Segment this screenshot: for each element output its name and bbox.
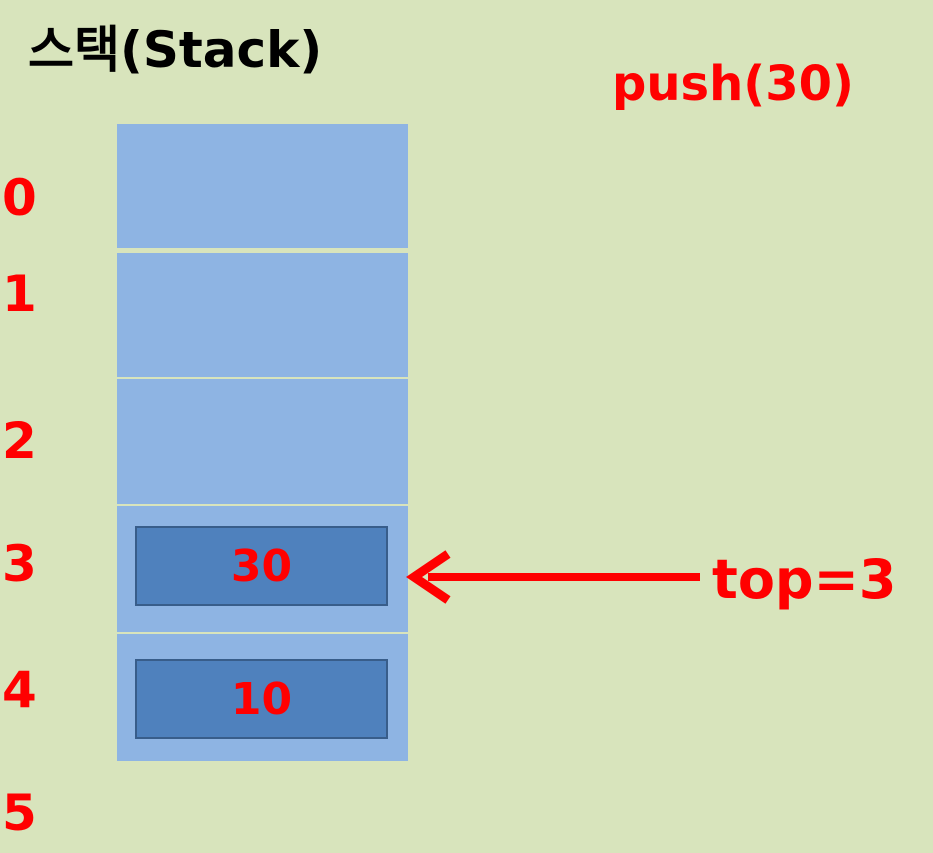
top-pointer-label: top=3: [712, 548, 897, 611]
stack-container: 30 10: [117, 124, 408, 761]
stack-cell-1: [117, 253, 408, 377]
index-label-2: 2: [2, 412, 37, 470]
stack-item-10: 10: [135, 659, 388, 739]
index-label-1: 1: [2, 265, 37, 323]
stack-item-30: 30: [135, 526, 388, 606]
top-pointer-arrow-icon: [406, 550, 700, 604]
stack-cell-0: [117, 124, 408, 248]
index-label-3: 3: [2, 535, 37, 593]
stack-cell-3: 30: [117, 506, 408, 632]
stack-cell-2: [117, 379, 408, 504]
index-label-5: 5: [2, 784, 37, 842]
index-label-0: 0: [2, 169, 37, 227]
diagram-title: 스택(Stack): [28, 21, 323, 79]
index-label-4: 4: [2, 661, 37, 719]
stack-cell-4: 10: [117, 634, 408, 761]
operation-label: push(30): [612, 56, 854, 112]
